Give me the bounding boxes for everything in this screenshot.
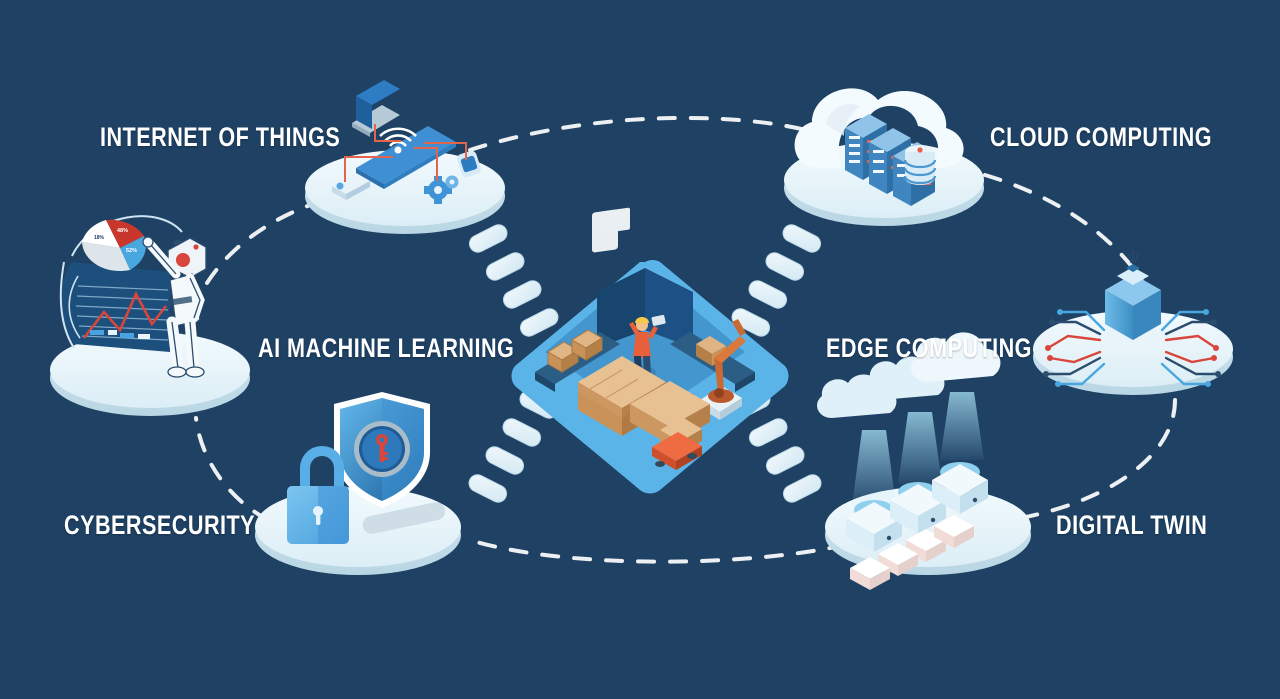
- conveyor-left: [535, 209, 620, 392]
- label-digital-twin: DIGITAL TWIN: [1056, 510, 1208, 540]
- router-icon: [332, 173, 370, 200]
- label-cybersecurity: CYBERSECURITY: [64, 510, 256, 540]
- smartwatch-icon: [457, 150, 481, 178]
- node-ai-machine-learning[interactable]: 18% 48% 52%: [50, 215, 250, 416]
- server-boxes: [846, 462, 988, 552]
- iot-wires: [344, 124, 467, 182]
- edge-devices-row: [850, 515, 974, 590]
- node-digital-twin[interactable]: [817, 332, 1031, 699]
- pallet-stacks: [578, 356, 710, 445]
- label-internet-of-things: INTERNET OF THINGS: [100, 122, 341, 152]
- robot-figure: [142, 236, 207, 378]
- spoke-ne: [731, 224, 822, 337]
- database-icon: [903, 145, 937, 185]
- padlock-shield-icon: [287, 392, 446, 544]
- cloud-server-icon: [794, 88, 964, 206]
- edge-server-circuit-icon: [1043, 250, 1221, 387]
- svg-text:52%: 52%: [126, 248, 137, 254]
- agv-vehicle: [652, 417, 702, 470]
- smart-factory-node[interactable]: [511, 207, 789, 494]
- laptop-icon: [352, 80, 400, 137]
- spoke-nw: [468, 224, 559, 337]
- svg-text:18%: 18%: [94, 235, 105, 241]
- svg-text:48%: 48%: [117, 228, 128, 234]
- cloud-servers-icon: [817, 332, 1001, 590]
- label-ai-machine-learning: AI MACHINE LEARNING: [258, 333, 515, 363]
- robot-dashboard-icon: 18% 48% 52%: [59, 215, 207, 378]
- label-edge-computing: EDGE COMPUTING: [826, 333, 1032, 363]
- node-internet-of-things[interactable]: [305, 0, 505, 234]
- label-cloud-computing: CLOUD COMPUTING: [990, 122, 1212, 152]
- node-cybersecurity[interactable]: [255, 392, 461, 575]
- key-glyph: [376, 434, 388, 462]
- pie-chart: 18% 48% 52%: [82, 219, 146, 272]
- node-edge-computing[interactable]: [1033, 0, 1233, 699]
- node-cloud-computing[interactable]: [784, 88, 984, 226]
